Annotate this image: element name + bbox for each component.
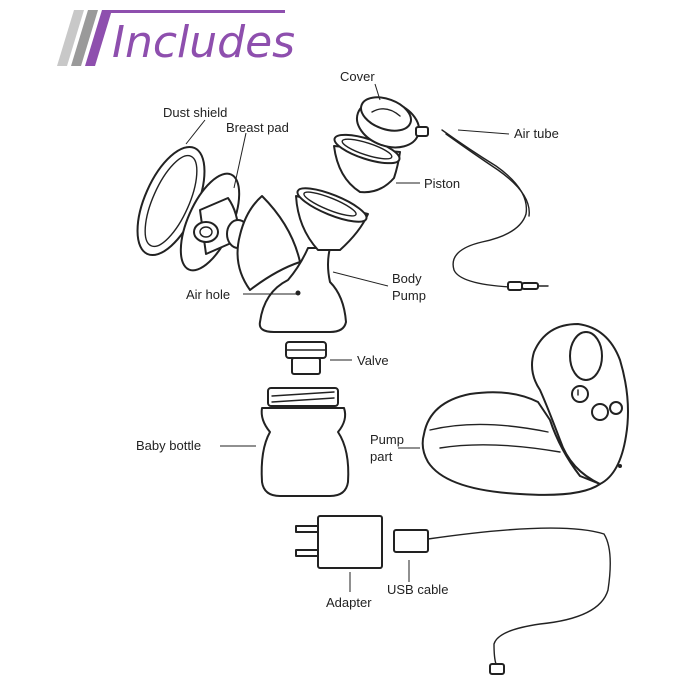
air-hole-dot	[295, 290, 301, 296]
baby-bottle-part	[260, 387, 350, 497]
label-body-pump-line2: Pump	[392, 288, 426, 303]
label-adapter: Adapter	[326, 595, 372, 610]
header-stripe-accent	[85, 10, 112, 66]
label-dust-shield: Dust shield	[163, 105, 227, 120]
cover-part	[356, 96, 429, 149]
label-pump-part-line1: Pump	[370, 432, 404, 447]
label-piston: Piston	[424, 176, 460, 191]
level-button-icon	[609, 401, 623, 415]
label-body-pump-line1: Body	[392, 271, 422, 286]
header-banner: Includes	[57, 10, 295, 68]
label-breast-pad: Breast pad	[226, 120, 289, 135]
body-pump-part	[236, 187, 369, 333]
leader-lines	[185, 83, 510, 592]
header-stripe-light	[57, 10, 84, 66]
mode-button-icon	[591, 403, 609, 421]
part-labels: Cover Dust shield Breast pad Air tube Pi…	[136, 69, 559, 610]
label-cover: Cover	[340, 69, 375, 84]
label-valve: Valve	[357, 353, 389, 368]
label-baby-bottle: Baby bottle	[136, 438, 201, 453]
valve-part	[285, 341, 327, 375]
label-air-tube: Air tube	[514, 126, 559, 141]
usb-cable-part	[393, 527, 611, 675]
label-air-hole: Air hole	[186, 287, 230, 302]
adapter-part	[295, 515, 383, 569]
piston-part	[333, 133, 401, 194]
header-stripe-mid	[71, 10, 98, 66]
pump-motor-unit	[421, 323, 629, 496]
label-usb-cable: USB cable	[387, 582, 448, 597]
power-button-icon	[571, 385, 589, 403]
header-top-rule	[102, 10, 285, 13]
air-tube-part	[441, 129, 549, 291]
label-pump-part-line2: part	[370, 449, 393, 464]
page-title: Includes	[112, 17, 295, 68]
